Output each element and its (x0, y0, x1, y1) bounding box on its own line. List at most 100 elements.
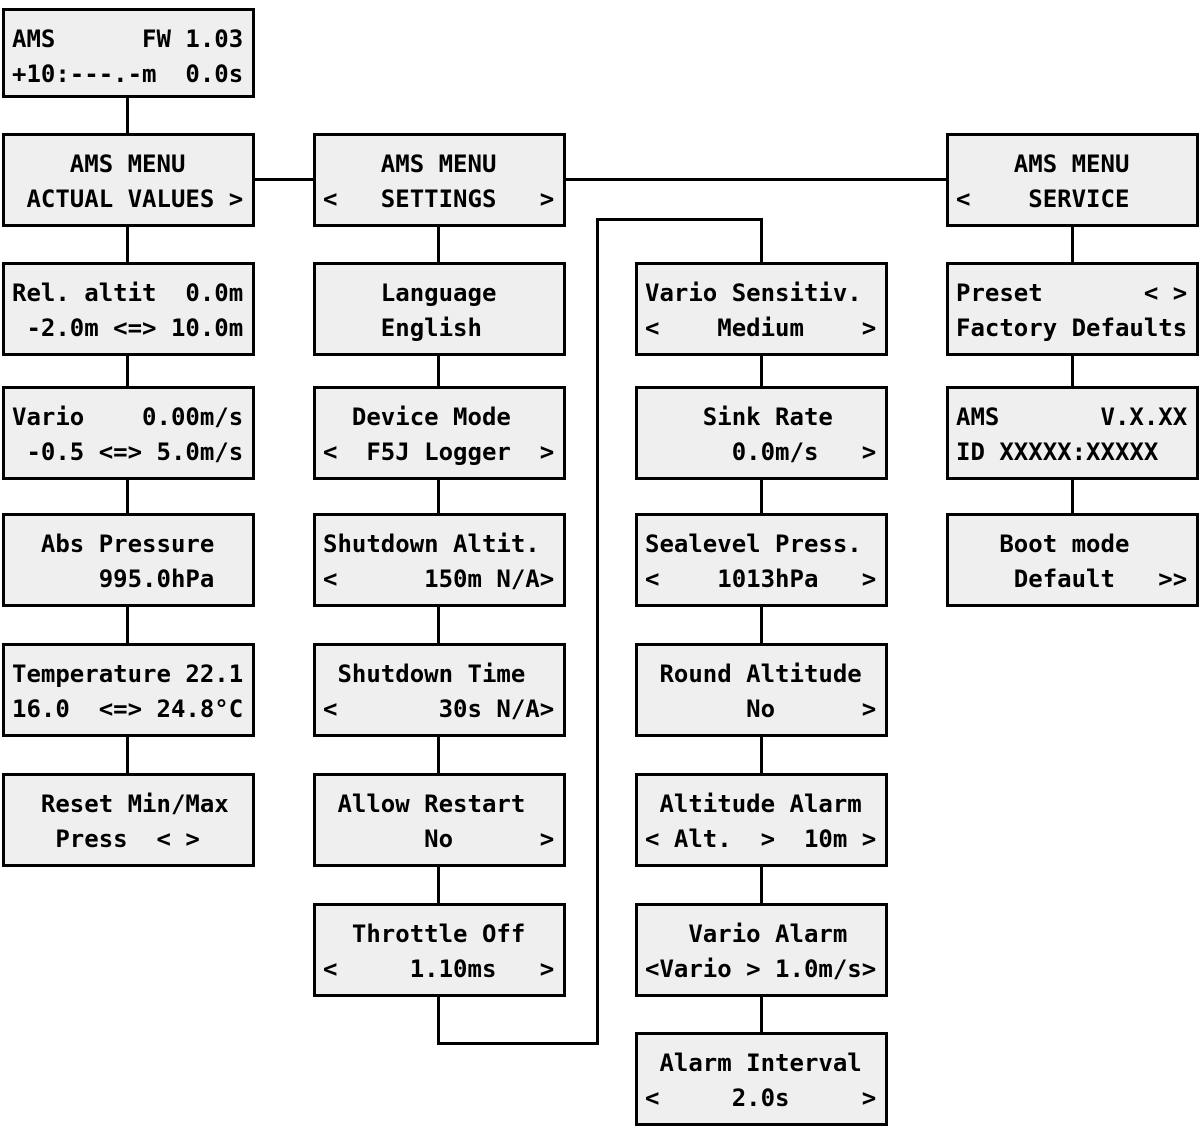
lcd-line: Sink Rate (645, 403, 877, 431)
lcd-line: Press < > (12, 825, 244, 853)
connector-line (437, 735, 440, 775)
lcd-line: Rel. altit 0.0m (12, 279, 244, 307)
connector-line (126, 95, 129, 135)
screen-alarm-interval: Alarm Interval < 2.0s > (635, 1032, 888, 1126)
lcd-line: Round Altitude (645, 660, 877, 688)
lcd-line: No > (645, 695, 877, 723)
lcd-line: Default >> (956, 565, 1188, 593)
lcd-line: Throttle Off (323, 920, 555, 948)
screen-vario: Vario 0.00m/s -0.5 <=> 5.0m/s (2, 386, 255, 480)
lcd-line: < 150m N/A> (323, 565, 555, 593)
screen-preset-defaults: Preset < > Factory Defaults (946, 262, 1199, 356)
connector-line (437, 865, 440, 905)
screen-device-mode: Device Mode < F5J Logger > (313, 386, 566, 480)
screen-sink-rate: Sink Rate 0.0m/s > (635, 386, 888, 480)
screen-menu-service: AMS MENU < SERVICE (946, 133, 1199, 227)
connector-line (760, 865, 763, 905)
lcd-line: < Alt. > 10m > (645, 825, 877, 853)
lcd-line: No > (323, 825, 555, 853)
lcd-line: Device Mode (323, 403, 555, 431)
lcd-line: Language (323, 279, 555, 307)
lcd-line: AMS MENU (12, 150, 244, 178)
screen-throttle-off: Throttle Off < 1.10ms > (313, 903, 566, 997)
screen-temperature: Temperature 22.1 16.0 <=> 24.8°C (2, 643, 255, 737)
connector-line (437, 1042, 599, 1045)
connector-line (596, 218, 599, 1045)
lcd-line: AMS MENU (323, 150, 555, 178)
connector-line (760, 995, 763, 1034)
lcd-line: -2.0m <=> 10.0m (12, 314, 244, 342)
lcd-line: < 1013hPa > (645, 565, 877, 593)
lcd-line: AMS V.X.XX (956, 403, 1188, 431)
lcd-line: 0.0m/s > (645, 438, 877, 466)
lcd-line: Shutdown Time (323, 660, 555, 688)
connector-line (563, 178, 948, 181)
connector-line (437, 354, 440, 388)
lcd-line: < SETTINGS > (323, 185, 555, 213)
lcd-line: Reset Min/Max (12, 790, 244, 818)
screen-sealevel-pressure: Sealevel Press. < 1013hPa > (635, 513, 888, 607)
connector-line (437, 995, 440, 1045)
screen-shutdown-time: Shutdown Time < 30s N/A> (313, 643, 566, 737)
screen-rel-altitude: Rel. altit 0.0m -2.0m <=> 10.0m (2, 262, 255, 356)
connector-line (126, 478, 129, 515)
lcd-line: Altitude Alarm (645, 790, 877, 818)
connector-line (760, 735, 763, 775)
lcd-line: Allow Restart (323, 790, 555, 818)
connector-line (760, 218, 763, 264)
lcd-line: AMS MENU (956, 150, 1188, 178)
lcd-line: < Medium > (645, 314, 877, 342)
connector-line (126, 354, 129, 388)
lcd-line: ID XXXXX:XXXXX (956, 438, 1188, 466)
lcd-line: Abs Pressure (12, 530, 244, 558)
lcd-line: Factory Defaults (956, 314, 1188, 342)
lcd-line: +10:---.-m 0.0s (12, 60, 244, 88)
connector-line (126, 605, 129, 645)
connector-line (596, 218, 763, 221)
screen-vario-alarm: Vario Alarm <Vario > 1.0m/s> (635, 903, 888, 997)
lcd-line: Preset < > (956, 279, 1188, 307)
lcd-line: < SERVICE (956, 185, 1188, 213)
screen-menu-actual-values: AMS MENU ACTUAL VALUES > (2, 133, 255, 227)
screen-language: Language English (313, 262, 566, 356)
connector-line (1071, 225, 1074, 264)
lcd-line: Sealevel Press. (645, 530, 877, 558)
screen-abs-pressure: Abs Pressure 995.0hPa (2, 513, 255, 607)
connector-line (437, 478, 440, 515)
lcd-line: English (323, 314, 555, 342)
screen-vario-sensitivity: Vario Sensitiv. < Medium > (635, 262, 888, 356)
lcd-line: Vario Alarm (645, 920, 877, 948)
connector-line (437, 605, 440, 645)
connector-line (126, 735, 129, 775)
lcd-line: AMS FW 1.03 (12, 25, 244, 53)
lcd-line: Vario Sensitiv. (645, 279, 877, 307)
screen-shutdown-altitude: Shutdown Altit. < 150m N/A> (313, 513, 566, 607)
lcd-line: 995.0hPa (12, 565, 244, 593)
connector-line (760, 605, 763, 645)
connector-line (1071, 478, 1074, 515)
connector-line (253, 178, 315, 181)
screen-boot: AMS FW 1.03 +10:---.-m 0.0s (2, 8, 255, 98)
connector-line (760, 354, 763, 388)
connector-line (760, 478, 763, 515)
screen-reset-minmax: Reset Min/Max Press < > (2, 773, 255, 867)
screen-version-id: AMS V.X.XX ID XXXXX:XXXXX (946, 386, 1199, 480)
screen-boot-mode: Boot mode Default >> (946, 513, 1199, 607)
connector-line (126, 225, 129, 264)
lcd-line: -0.5 <=> 5.0m/s (12, 438, 244, 466)
lcd-line: ACTUAL VALUES > (12, 185, 244, 213)
lcd-line: 16.0 <=> 24.8°C (12, 695, 244, 723)
screen-round-altitude: Round Altitude No > (635, 643, 888, 737)
screen-allow-restart: Allow Restart No > (313, 773, 566, 867)
lcd-line: <Vario > 1.0m/s> (645, 955, 877, 983)
lcd-line: < 2.0s > (645, 1084, 877, 1112)
lcd-line: Shutdown Altit. (323, 530, 555, 558)
lcd-line: < 1.10ms > (323, 955, 555, 983)
screen-altitude-alarm: Altitude Alarm < Alt. > 10m > (635, 773, 888, 867)
lcd-line: < 30s N/A> (323, 695, 555, 723)
screen-menu-settings: AMS MENU < SETTINGS > (313, 133, 566, 227)
lcd-line: Alarm Interval (645, 1049, 877, 1077)
lcd-line: < F5J Logger > (323, 438, 555, 466)
connector-line (437, 225, 440, 264)
